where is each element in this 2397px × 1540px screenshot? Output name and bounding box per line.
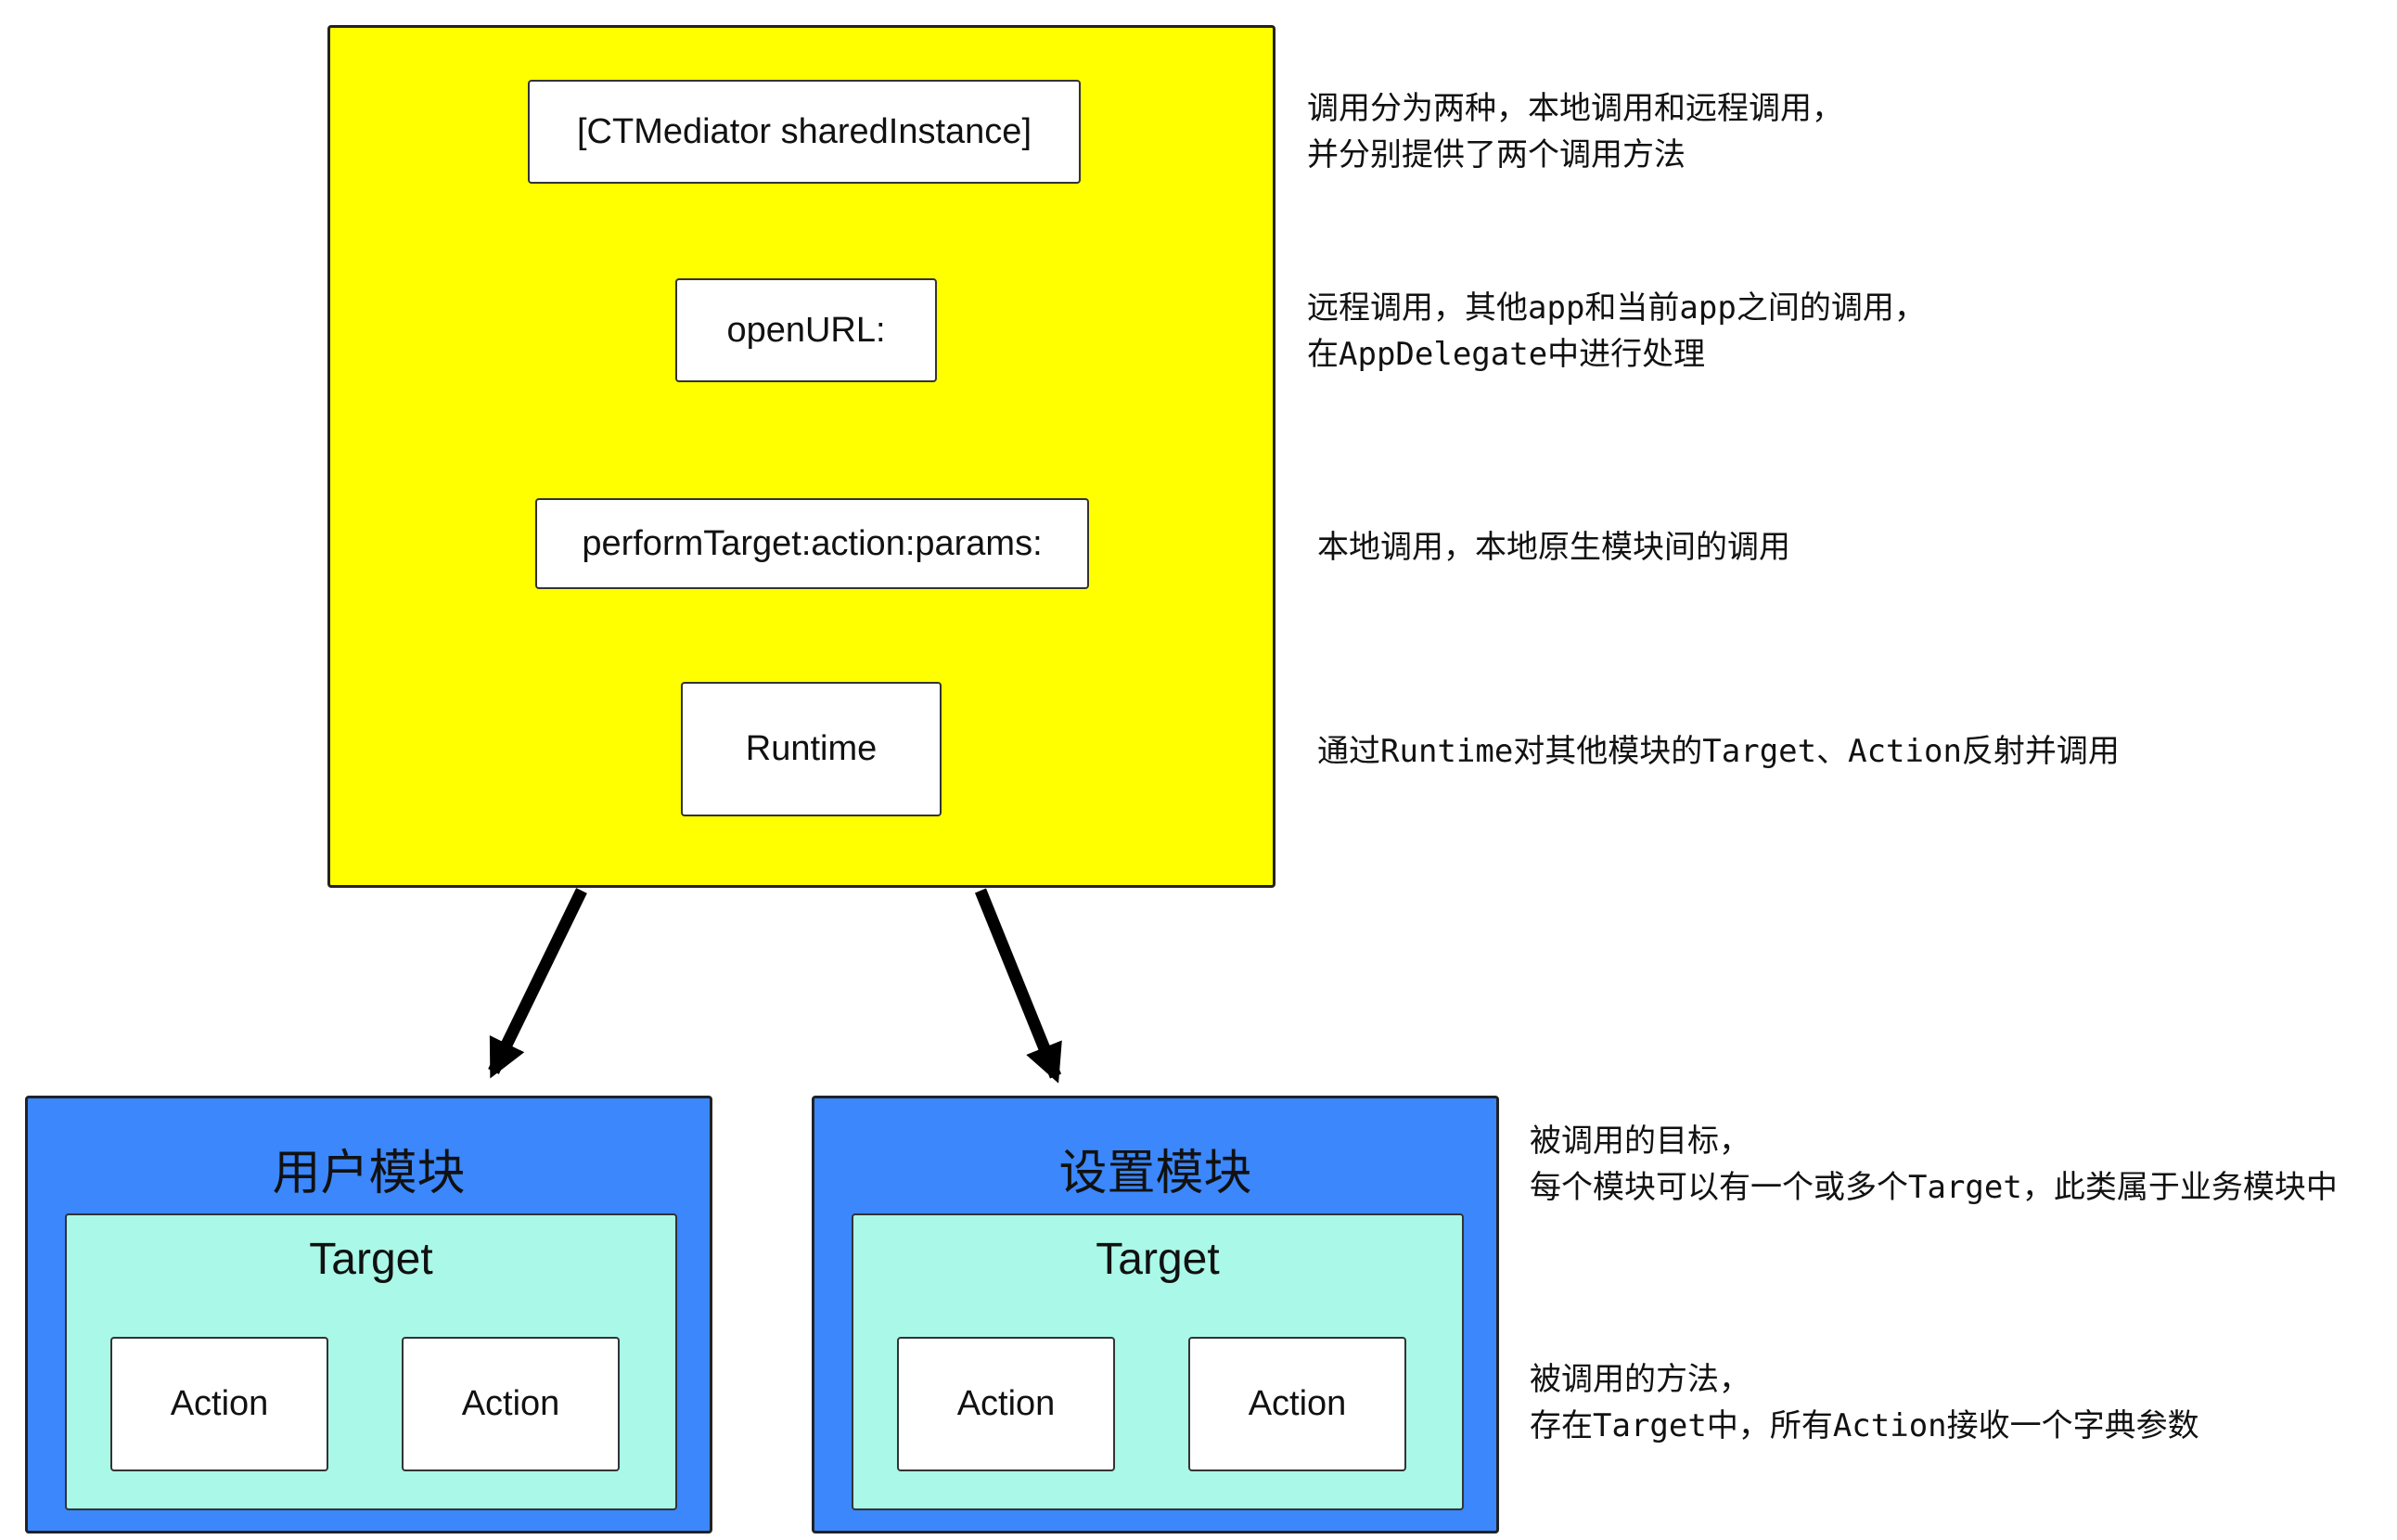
note-perform-target: 本地调用，本地原生模块间的调用 — [1317, 524, 1790, 571]
module-user: 用户模块 Target Action Action — [25, 1096, 712, 1534]
module-user-target: Target Action Action — [65, 1213, 677, 1510]
module-settings-title: 设置模块 — [1058, 1146, 1252, 1201]
arrow-mediator-to-settings-module — [974, 888, 1062, 1084]
node-open-url: openURL: — [675, 278, 937, 382]
note-runtime: 通过Runtime对其他模块的Target、Action反射并调用 — [1317, 728, 2120, 775]
node-runtime: Runtime — [681, 682, 942, 816]
module-user-target-title: Target — [309, 1235, 433, 1284]
note-shared-instance-line-1: 调用分为两种，本地调用和远程调用， — [1307, 90, 1843, 127]
arrow-mediator-to-user-module — [488, 888, 587, 1079]
note-target-line-1: 被调用的目标， — [1530, 1123, 1750, 1160]
note-action-line-2: 存在Target中，所有Action接收一个字典参数 — [1530, 1407, 2199, 1444]
node-perform-target: performTarget:action:params: — [535, 498, 1089, 589]
module-settings-action-1: Action — [897, 1337, 1115, 1471]
module-user-action-1: Action — [110, 1337, 328, 1471]
note-perform-target-line-1: 本地调用，本地原生模块间的调用 — [1317, 529, 1790, 566]
note-open-url-line-2: 在AppDelegate中进行处理 — [1307, 336, 1706, 373]
module-settings: 设置模块 Target Action Action — [812, 1096, 1499, 1534]
note-shared-instance: 调用分为两种，本地调用和远程调用， 并分别提供了两个调用方法 — [1307, 85, 1843, 178]
note-action: 被调用的方法， 存在Target中，所有Action接收一个字典参数 — [1530, 1356, 2199, 1449]
note-target: 被调用的目标， 每个模块可以有一个或多个Target，此类属于业务模块中 — [1530, 1118, 2338, 1211]
note-open-url: 远程调用，其他app和当前app之间的调用， 在AppDelegate中进行处理 — [1307, 285, 1926, 378]
note-target-line-2: 每个模块可以有一个或多个Target，此类属于业务模块中 — [1530, 1169, 2338, 1206]
module-user-action-2: Action — [402, 1337, 620, 1471]
module-settings-action-2: Action — [1188, 1337, 1406, 1471]
note-action-line-1: 被调用的方法， — [1530, 1361, 1750, 1398]
note-open-url-line-1: 远程调用，其他app和当前app之间的调用， — [1307, 289, 1926, 327]
module-settings-target-title: Target — [1096, 1235, 1220, 1284]
module-user-title: 用户模块 — [272, 1146, 466, 1201]
note-runtime-line-1: 通过Runtime对其他模块的Target、Action反射并调用 — [1317, 733, 2120, 770]
node-shared-instance: [CTMediator sharedInstance] — [528, 80, 1081, 184]
note-shared-instance-line-2: 并分别提供了两个调用方法 — [1307, 136, 1686, 173]
module-settings-target: Target Action Action — [852, 1213, 1464, 1510]
